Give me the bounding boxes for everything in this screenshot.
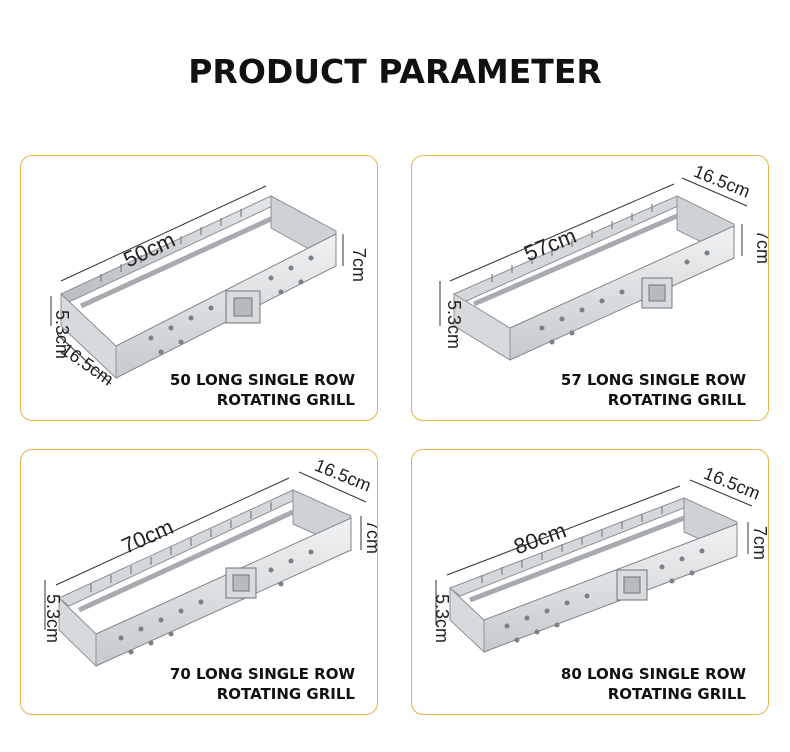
grill-illustration-50: 50cm 7cm 5.3cm 16.5cm [50,185,369,389]
product-card-80: 80cm 16.5cm 7cm 5.3cm 80 LONG SINGLE ROW… [411,449,769,715]
height-dimension-label: 7cm [753,230,769,264]
product-card-50: 50cm 7cm 5.3cm 16.5cm 50 LONG SINGLE ROW… [20,155,378,421]
caption-line-2: ROTATING GRILL [216,391,355,409]
side-dimension-label: 5.3cm [43,594,63,643]
depth-dimension-label: 16.5cm [312,455,374,496]
caption-line-1: 70 LONG SINGLE ROW [169,665,355,683]
caption-line-2: ROTATING GRILL [607,391,746,409]
grill-illustration-70: 70cm 16.5cm 7cm 5.3cm [43,455,378,668]
product-caption: 50 LONG SINGLE ROW ROTATING GRILL [170,370,355,410]
height-dimension-label: 7cm [750,526,769,560]
caption-line-2: ROTATING GRILL [607,685,746,703]
height-dimension-label: 7cm [349,248,369,282]
side-dimension-label: 5.3cm [52,310,72,359]
grill-illustration-57: 57cm 16.5cm 7cm 5.3cm [439,161,769,361]
page-title: PRODUCT PARAMETER [188,52,602,91]
product-card-70: 70cm 16.5cm 7cm 5.3cm 70 LONG SINGLE ROW… [20,449,378,715]
caption-line-1: 57 LONG SINGLE ROW [560,371,746,389]
side-dimension-label: 5.3cm [444,300,464,349]
product-caption: 57 LONG SINGLE ROW ROTATING GRILL [561,370,746,410]
caption-line-2: ROTATING GRILL [216,685,355,703]
product-card-57: 57cm 16.5cm 7cm 5.3cm 57 LONG SINGLE ROW… [411,155,769,421]
product-caption: 70 LONG SINGLE ROW ROTATING GRILL [170,664,355,704]
caption-line-1: 50 LONG SINGLE ROW [169,371,355,389]
height-dimension-label: 7cm [363,520,378,554]
grill-illustration-80: 80cm 16.5cm 7cm 5.3cm [432,463,769,654]
caption-line-1: 80 LONG SINGLE ROW [560,665,746,683]
side-dimension-label: 5.3cm [432,594,452,643]
product-caption: 80 LONG SINGLE ROW ROTATING GRILL [561,664,746,704]
